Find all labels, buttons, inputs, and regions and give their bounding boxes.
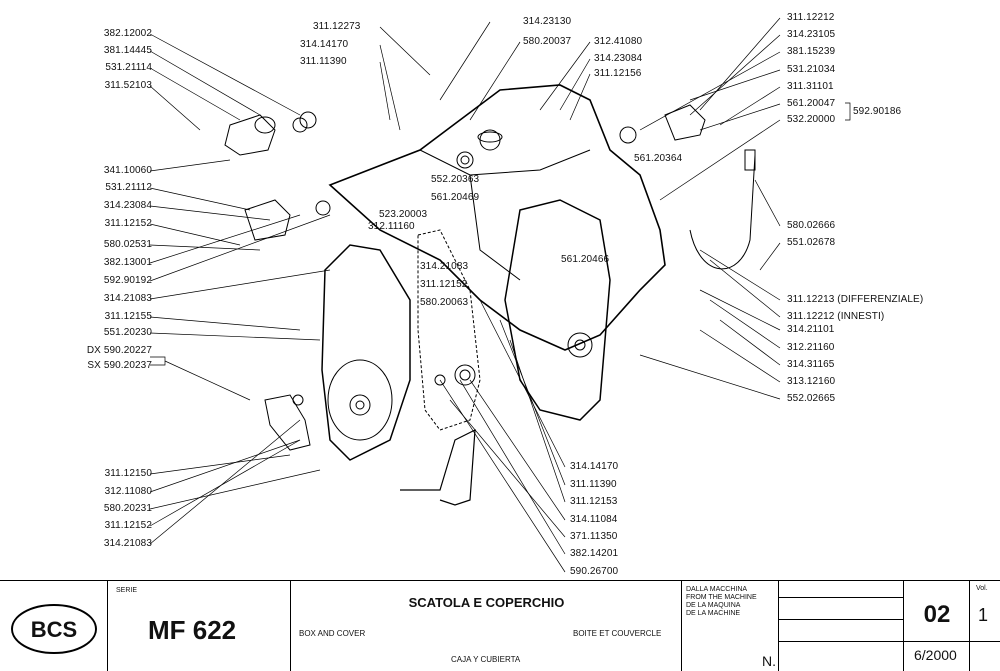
part-label: 311.12156 [594, 68, 642, 79]
part-label: 561.20466 [561, 254, 610, 265]
part-label: 311.12273 [313, 21, 361, 32]
part-label: 314.23130 [523, 16, 572, 27]
part-label: 311.12152 [420, 279, 468, 290]
part-label: 341.10060 [103, 165, 152, 176]
model-cell: SERIE MF 622 [108, 581, 291, 671]
part-label: 314.21101 [787, 324, 835, 335]
part-label: 311.11390 [300, 56, 347, 67]
part-label: 311.12152 [104, 218, 152, 229]
cover-plate [321, 244, 411, 461]
part-label-sx: SX 590.20237 [87, 360, 152, 371]
part-label: 551.02678 [787, 237, 836, 248]
from-machine-it: DALLA MACCHINA [686, 586, 748, 593]
part-label: 561.20364 [634, 153, 683, 164]
from-machine-es: DE LA MAQUINA [686, 602, 741, 609]
part-label: 580.02531 [103, 239, 152, 250]
part-label: 531.21114 [105, 62, 152, 73]
part-label: 531.21112 [105, 182, 152, 193]
part-label: 311.12212 (INNESTI) [787, 311, 885, 322]
part-label: 371.11350 [570, 531, 618, 542]
gasket [417, 229, 481, 431]
shift-fork [400, 428, 476, 506]
part-label: 561.20047 [787, 98, 836, 109]
serial-cell: DALLA MACCHINA FROM THE MACHINE DE LA MA… [682, 581, 904, 671]
side-housing [504, 199, 611, 421]
part-label: 531.21034 [787, 64, 836, 75]
title-spanish: CAJA Y CUBIERTA [451, 655, 521, 664]
part-label: 312.11080 [104, 486, 152, 497]
from-machine-fr: DE LA MACHINE [686, 610, 741, 617]
part-label: 314.14170 [570, 461, 619, 472]
part-label: 314.21083 [103, 538, 152, 549]
serie-label: SERIE [116, 587, 138, 594]
part-label: 552.20363 [431, 174, 480, 185]
part-label: 312.11160 [368, 221, 415, 232]
bcs-logo [11, 604, 97, 654]
title-cell: SCATOLA E COPERCHIO BOX AND COVER BOITE … [291, 581, 682, 671]
part-label: 312.41080 [594, 36, 643, 47]
part-label: 381.15239 [787, 46, 836, 57]
title-english: BOX AND COVER [299, 629, 366, 638]
part-label: 311.12150 [104, 468, 152, 479]
part-label: 523.20003 [379, 209, 428, 220]
diagram-canvas [149, 17, 851, 573]
part-label: 311.12153 [570, 496, 618, 507]
brand-text: BCS [30, 617, 78, 642]
vol-value: 1 [978, 605, 989, 625]
table-number-cell: 02 6/2000 [904, 581, 1000, 671]
part-label: 311.12155 [104, 311, 152, 322]
part-label: 532.20000 [787, 114, 836, 125]
gearbox-housing [328, 84, 666, 351]
part-label: 312.21160 [787, 342, 835, 353]
table-number: 02 [923, 601, 951, 628]
part-label: 561.20469 [431, 192, 480, 203]
part-label: 311.52103 [104, 80, 152, 91]
part-label-group: 592.90186 [853, 106, 902, 117]
part-label: 580.20037 [523, 36, 572, 47]
from-machine-en: FROM THE MACHINE [686, 594, 757, 601]
part-label: 314.31165 [787, 359, 835, 370]
part-label-dx: DX 590.20227 [86, 345, 152, 356]
part-label: 314.23084 [103, 200, 152, 211]
part-label: 311.11390 [570, 479, 617, 490]
brand-cell: BCS [0, 581, 108, 671]
n-label: N. [762, 653, 776, 669]
part-label: 311.12152 [104, 520, 152, 531]
part-label: 590.26700 [570, 566, 619, 577]
part-label: 551.20230 [103, 327, 152, 338]
part-label: 314.21083 [420, 261, 469, 272]
part-label: 382.14201 [570, 548, 619, 559]
part-label: 382.12002 [103, 28, 152, 39]
part-label: 314.23105 [787, 29, 836, 40]
part-label: 314.11084 [570, 514, 618, 525]
title-french: BOITE ET COUVERCLE [573, 629, 662, 638]
part-label: 311.12213 (DIFFERENZIALE) [787, 294, 924, 305]
volume-cell: Vol. 1 [970, 581, 1000, 671]
date: 6/2000 [914, 647, 957, 663]
vol-label: Vol. [976, 585, 988, 592]
part-label: 313.12160 [787, 376, 836, 387]
part-label: 382.13001 [103, 257, 152, 268]
part-label: 552.02665 [787, 393, 836, 404]
part-label: 580.20231 [103, 503, 152, 514]
title-italian: SCATOLA E COPERCHIO [408, 595, 565, 610]
part-label: 580.02666 [787, 220, 836, 231]
part-label: 592.90192 [103, 275, 152, 286]
title-block: BCS SERIE MF 622 SCATOLA E COPERCHIO BOX… [0, 580, 1000, 671]
part-label: 311.12212 [787, 12, 835, 23]
model-name: MF 622 [148, 615, 237, 645]
part-label: 314.14170 [300, 39, 349, 50]
part-label: 381.14445 [103, 45, 152, 56]
part-label: 580.20063 [420, 297, 469, 308]
part-label: 314.23084 [594, 53, 643, 64]
part-label: 314.21083 [103, 293, 152, 304]
part-label: 311.31101 [787, 81, 834, 92]
